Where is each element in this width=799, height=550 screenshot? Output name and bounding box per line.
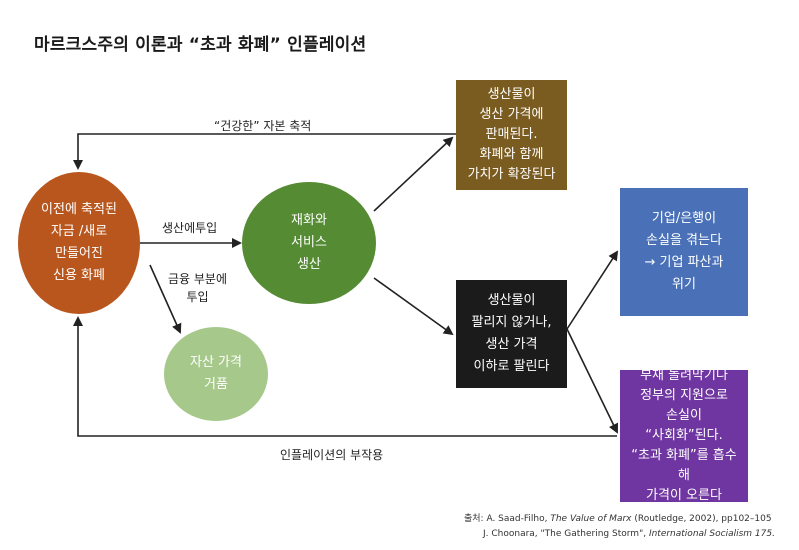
arrow-healthy-accumulation <box>73 133 457 170</box>
text-line: 만들어진 <box>55 246 103 261</box>
text-line: 생산물이 <box>487 87 536 102</box>
text-line: 생산 가격에 <box>479 107 544 122</box>
text-line: 생산물이 <box>487 293 536 308</box>
text-line: 이전에 축적된 <box>41 202 117 217</box>
text-line: → 기업 파산과 <box>644 255 724 270</box>
text-line: 가치가 확장된다 <box>467 167 556 182</box>
text-line: “초과 화폐”를 흡수해 <box>631 448 737 483</box>
arrow-sold-less-to-losses <box>566 250 619 330</box>
text-line: 판매된다. <box>485 127 538 142</box>
text-line: 손실이 <box>666 408 702 423</box>
text-line: 서비스 <box>291 235 327 250</box>
text-line: 자금 /새로 <box>50 224 108 239</box>
text-line: 재화와 <box>291 213 327 228</box>
text-line: 생산 가격 <box>485 337 538 352</box>
arrow-production-to-sold-less <box>373 277 454 336</box>
text-line: 위기 <box>672 277 696 292</box>
arrow-production-to-sold-more <box>373 136 454 212</box>
text-line: 신용 화폐 <box>53 268 105 283</box>
text-line: 생산 <box>297 257 321 272</box>
inflation-side-effect-label: 인플레이션의 부작용 <box>280 448 384 462</box>
text-line: 거품 <box>204 377 228 392</box>
text-line: 자산 가격 <box>190 355 242 370</box>
arrow-inflation-feedback <box>73 316 617 437</box>
text-line: 기업/은행이 <box>651 211 717 226</box>
text-line: 손실을 겪는다 <box>646 233 722 248</box>
arrow-credit-to-asset-bubble <box>149 264 182 334</box>
text-line: 금융 부분에 <box>168 272 228 286</box>
invest-production-label: 생산에투입 <box>162 221 218 235</box>
text-line: 가격이 오른다 <box>646 488 722 503</box>
text-line: 팔리지 않거나, <box>471 315 552 330</box>
source-line-1: 출처: A. Saad-Filho, The Value of Marx (Ro… <box>464 514 772 524</box>
source-line-2: J. Choonara, "The Gathering Storm", Inte… <box>483 529 775 539</box>
arrow-sold-less-to-socialized <box>566 328 619 434</box>
text-line: 이하로 팔린다 <box>473 359 550 374</box>
source-citation: 출처: A. Saad-Filho, The Value of Marx (Ro… <box>464 512 775 542</box>
text-line: 투입 <box>186 290 209 304</box>
text-line: 화폐와 함께 <box>479 147 544 162</box>
page-title: 마르크스주의 이론과 “초과 화폐” 인플레이션 <box>34 35 367 55</box>
text-line: 부채 돌려막기나 <box>640 368 728 383</box>
text-line: “사회화”된다. <box>645 428 723 443</box>
healthy-accumulation-label: “건강한” 자본 축적 <box>214 119 312 133</box>
text-line: 정부의 지원으로 <box>640 388 728 403</box>
